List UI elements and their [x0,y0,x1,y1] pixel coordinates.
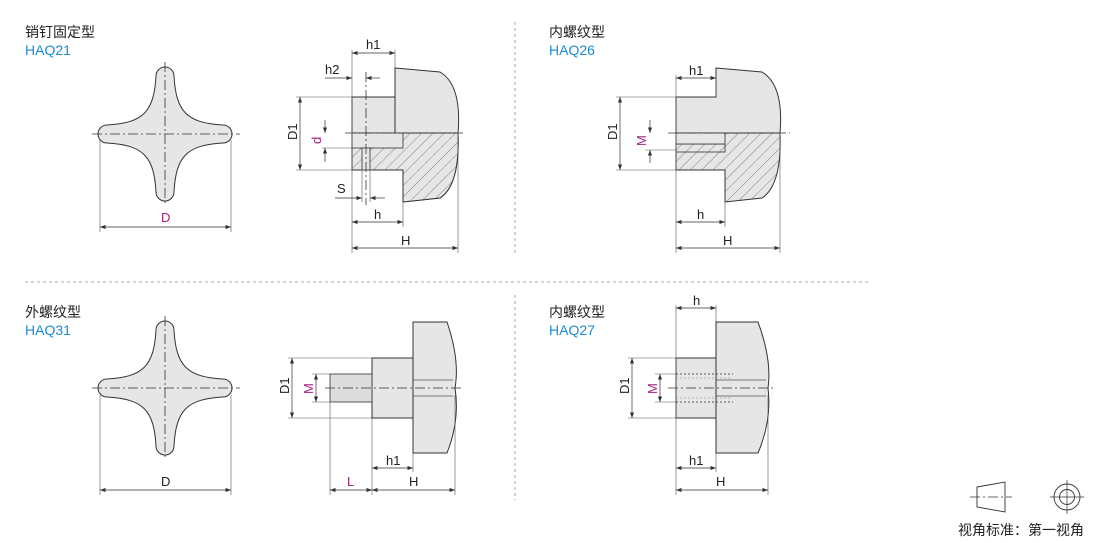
dim-H: H [716,474,725,489]
dim-H: H [409,474,418,489]
projection-symbol: 视角标准：第一视角 [958,480,1084,538]
panel-haq27: 内螺纹型 HAQ27 h D1 M h1 H [549,293,775,495]
dim-h: h [693,293,700,308]
dim-S: S [337,181,346,196]
dim-h1: h1 [386,453,400,468]
panel-haq26: 内螺纹型 HAQ26 h1 D1 M h H [549,24,790,253]
knob-side-view [715,321,770,454]
panel-haq31: 外螺纹型 HAQ31 D D1 M L h1 H [25,304,462,495]
dim-D1: D1 [617,377,632,394]
dim-h1: h1 [689,63,703,78]
dim-M: M [645,383,660,394]
dim-H: H [723,233,732,248]
dim-H: H [401,233,410,248]
panel-code: HAQ21 [25,42,71,58]
panel-title: 外螺纹型 [25,304,81,320]
internal-thread [676,373,733,403]
dim-D: D [161,474,170,489]
dim-L: L [347,474,354,489]
concentric-circles-icon [1050,480,1084,514]
panel-title: 内螺纹型 [549,24,605,40]
dim-M: M [301,383,316,394]
panel-code: HAQ26 [549,42,595,58]
dim-h2: h2 [325,62,339,77]
dim-h: h [697,207,704,222]
trapezoid-icon [976,481,1006,513]
projection-label: 视角标准：第一视角 [958,522,1084,538]
threaded-insert [675,132,726,145]
panel-code: HAQ31 [25,322,71,338]
panel-title: 内螺纹型 [549,304,605,320]
panel-haq21: 销钉固定型 HAQ21 D h1 h2 D1 d S h [25,24,466,253]
dim-h1: h1 [689,453,703,468]
knob-side-view [412,321,457,454]
panel-title: 销钉固定型 [25,24,95,40]
dim-D: D [161,210,170,225]
dim-d: d [309,137,324,144]
dim-D1: D1 [605,123,620,140]
dim-h: h [374,207,381,222]
dim-D1: D1 [285,123,300,140]
dim-D1: D1 [277,377,292,394]
dim-h1: h1 [366,37,380,52]
dim-M: M [634,135,649,146]
panel-code: HAQ27 [549,322,595,338]
